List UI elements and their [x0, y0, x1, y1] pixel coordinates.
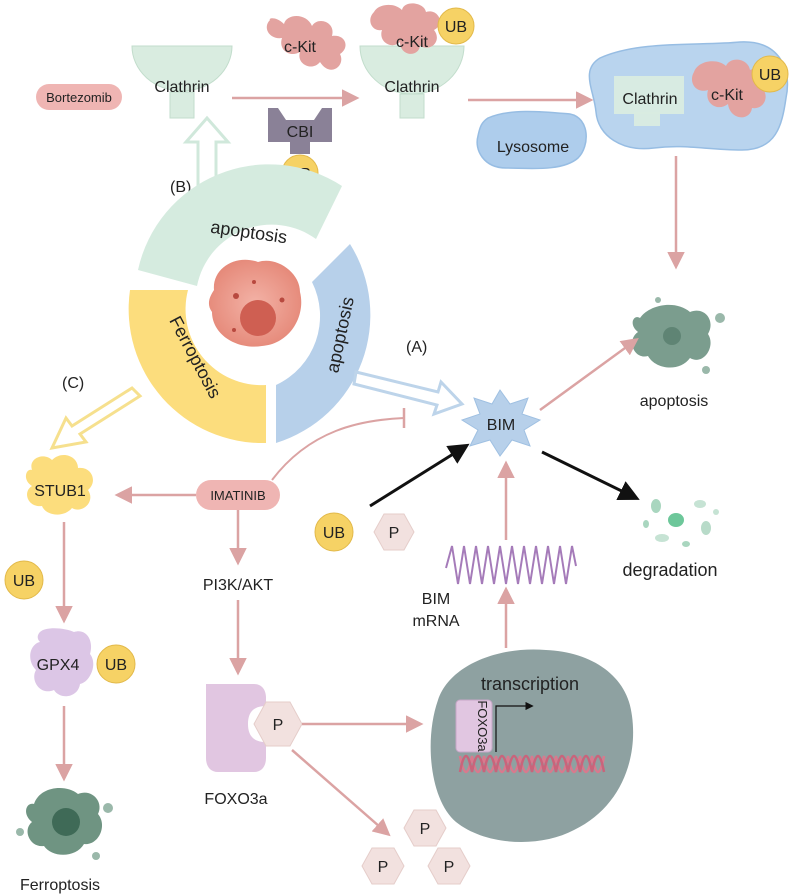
imatinib-node: IMATINIB [196, 480, 280, 510]
marker-b: (B) [170, 179, 191, 196]
bim-mrna-line1: BIM [422, 591, 450, 608]
cbi-label: CBI [287, 124, 314, 141]
marker-a: (A) [406, 339, 427, 356]
lysosome-label: Lysosome [497, 139, 569, 156]
arrow-foxo3a-to-free-p [291, 749, 391, 837]
ring-segment-ferroptosis [128, 290, 266, 444]
free-p-hexagon-3: P [427, 847, 471, 885]
clathrin-cup-2: c-Kit Clathrin [359, 3, 465, 119]
ub-mid-badge: UB [314, 512, 354, 552]
foxo3a-label: FOXO3a [204, 791, 267, 808]
ferroptosis-out-label: Ferroptosis [20, 877, 100, 894]
foxo-p-hexagon: P [253, 701, 303, 747]
ub-mid-label: UB [323, 525, 345, 542]
hollow-arrow-a [352, 370, 465, 417]
lysosome-vesicle: Clathrin c-Kit [588, 41, 789, 151]
ring-segment-apoptosis-top [138, 164, 342, 286]
tumor-cell [208, 259, 302, 347]
apoptotic-cell [624, 297, 725, 374]
ckit-free: c-Kit [266, 16, 346, 70]
ub-top-badge: UB [437, 7, 475, 45]
pi3k-akt-label: PI3K/AKT [203, 577, 273, 594]
arrow-bim-to-degradation [541, 450, 640, 501]
ub-top-label: UB [445, 19, 467, 36]
bim-protein: BIM [460, 389, 542, 457]
foxo3a-protein [206, 684, 266, 772]
gpx4-protein: GPX4 [30, 628, 94, 697]
inhibition-imatinib-to-bim [271, 417, 405, 481]
clathrin-cup-1: Clathrin [131, 45, 233, 119]
bim-mrna-wave [445, 545, 577, 585]
p-free-1-label: P [420, 821, 431, 838]
foxo-p-label: P [273, 717, 284, 734]
ckit-free-label: c-Kit [284, 39, 317, 56]
clathrin-1-label: Clathrin [154, 79, 209, 96]
p-mid-label: P [389, 525, 400, 542]
ferroptotic-cell [16, 788, 113, 860]
p-mid-hexagon: P [373, 513, 415, 551]
ub-lys-label: UB [759, 67, 781, 84]
clathrin-2-label: Clathrin [384, 79, 439, 96]
ckit-bound-label: c-Kit [396, 34, 429, 51]
degradation-fragments [643, 499, 719, 547]
marker-c: (C) [62, 375, 84, 392]
bim-mrna-line2: mRNA [412, 613, 459, 630]
nucleus: FOXO3a [430, 649, 634, 842]
arrow-ub-p-to-bim [369, 443, 470, 508]
cell-death-ring: apoptosis apoptosis Ferroptosis [128, 164, 371, 444]
bim-label: BIM [487, 417, 515, 434]
lysosome-small: Lysosome [476, 110, 587, 170]
hollow-arrow-c [49, 386, 143, 450]
transcription-label: transcription [481, 674, 579, 694]
bortezomib-label: Bortezomib [46, 90, 112, 105]
ub-gpx4-label: UB [105, 657, 127, 674]
p-free-2-label: P [378, 859, 389, 876]
bortezomib-node: Bortezomib [36, 84, 122, 110]
ub-left-label: UB [13, 573, 35, 590]
foxo3a-small-label: FOXO3a [475, 700, 490, 752]
ub-left-badge: UB [4, 560, 44, 600]
free-p-hexagon-2: P [361, 847, 405, 885]
p-free-3-label: P [444, 859, 455, 876]
stub1-label: STUB1 [34, 483, 86, 500]
clathrin-lys-label: Clathrin [622, 91, 677, 108]
arrow-bim-to-apoptosis [539, 337, 639, 412]
apoptosis-out-label: apoptosis [640, 393, 709, 410]
ub-lys-badge: UB [751, 55, 789, 93]
stub1-protein: STUB1 [25, 454, 93, 515]
ring-segment-apoptosis-right [276, 244, 371, 443]
ub-gpx4-badge: UB [96, 644, 136, 684]
ckit-lys-label: c-Kit [711, 87, 744, 104]
gpx4-label: GPX4 [37, 657, 80, 674]
imatinib-label: IMATINIB [210, 488, 265, 503]
degradation-label: degradation [622, 560, 717, 580]
free-p-hexagon-1: P [403, 809, 447, 847]
cbi-adaptor: CBI [268, 108, 332, 154]
